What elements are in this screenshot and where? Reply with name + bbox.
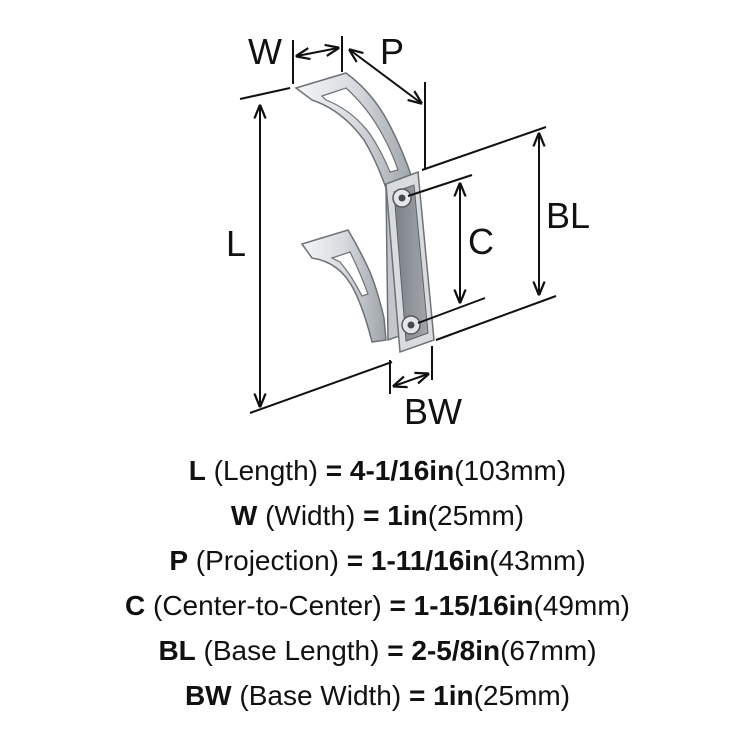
spec-metric-value: (25mm) (427, 500, 525, 531)
spec-line-width: W (Width) = 1in(25mm) (0, 493, 755, 538)
spec-imperial-value: 2-5/8in (411, 635, 501, 666)
spec-equals: = (346, 545, 371, 576)
spec-abbr: P (169, 545, 189, 576)
spec-description: (Width) (257, 500, 364, 531)
l-label: L (226, 223, 246, 264)
spec-abbr: L (188, 455, 206, 486)
spec-description: (Projection) (188, 545, 347, 576)
hook-dimension-diagram: W P L C BL BW (226, 31, 590, 432)
spec-imperial-value: 1in (433, 680, 474, 711)
spec-imperial-value: 1-15/16in (413, 590, 534, 621)
spec-equals: = (387, 635, 412, 666)
spec-metric-value: (67mm) (500, 635, 597, 666)
base-plate-inner (393, 184, 429, 342)
spec-imperial-value: 1-11/16in (370, 545, 490, 576)
spec-description: (Base Length) (195, 635, 388, 666)
c-extension-bottom (417, 297, 486, 324)
spec-abbr: W (230, 500, 258, 531)
spec-imperial-value: 1in (387, 500, 428, 531)
spec-equals: = (363, 500, 388, 531)
p-dimension-line (350, 50, 421, 103)
c-label: C (468, 221, 494, 262)
bw-dimension-line (394, 374, 428, 386)
coat-hook-illustration (294, 72, 435, 354)
spec-metric-value: (103mm) (454, 455, 567, 486)
spec-metric-value: (25mm) (473, 680, 571, 711)
spec-description: (Base Width) (231, 680, 409, 711)
dimension-lines (239, 36, 557, 414)
spec-line-base-length: BL (Base Length) = 2-5/8in(67mm) (0, 628, 755, 673)
spec-imperial-value: 4-1/16in (349, 455, 455, 486)
l-extension-top (239, 87, 291, 100)
spec-line-length: L (Length) = 4-1/16in(103mm) (0, 448, 755, 493)
specification-list: L (Length) = 4-1/16in(103mm) W (Width) =… (0, 448, 755, 718)
bl-label: BL (546, 195, 590, 236)
spec-line-projection: P (Projection) = 1-11/16in(43mm) (0, 538, 755, 583)
lower-arm-slot (330, 251, 369, 297)
spec-abbr: BL (158, 635, 196, 666)
p-label: P (380, 31, 404, 72)
w-dimension-line (297, 48, 338, 56)
spec-line-center-to-center: C (Center-to-Center) = 1-15/16in(49mm) (0, 583, 755, 628)
spec-metric-value: (43mm) (489, 545, 586, 576)
w-label: W (248, 31, 282, 72)
bw-label: BW (404, 391, 462, 432)
lower-arm (300, 229, 387, 343)
spec-abbr: C (125, 590, 146, 621)
spec-abbr: BW (184, 680, 232, 711)
spec-description: (Center-to-Center) (145, 590, 390, 621)
spec-metric-value: (49mm) (533, 590, 630, 621)
c-extension-top (407, 174, 473, 197)
bl-extension-top (421, 126, 547, 171)
spec-line-base-width: BW (Base Width) = 1in(25mm) (0, 673, 755, 718)
spec-equals: = (389, 590, 414, 621)
spec-equals: = (408, 680, 434, 711)
l-extension-bottom (249, 361, 393, 414)
spec-equals: = (325, 455, 350, 486)
spec-description: (Length) (205, 455, 326, 486)
bl-extension-bottom (435, 295, 557, 341)
